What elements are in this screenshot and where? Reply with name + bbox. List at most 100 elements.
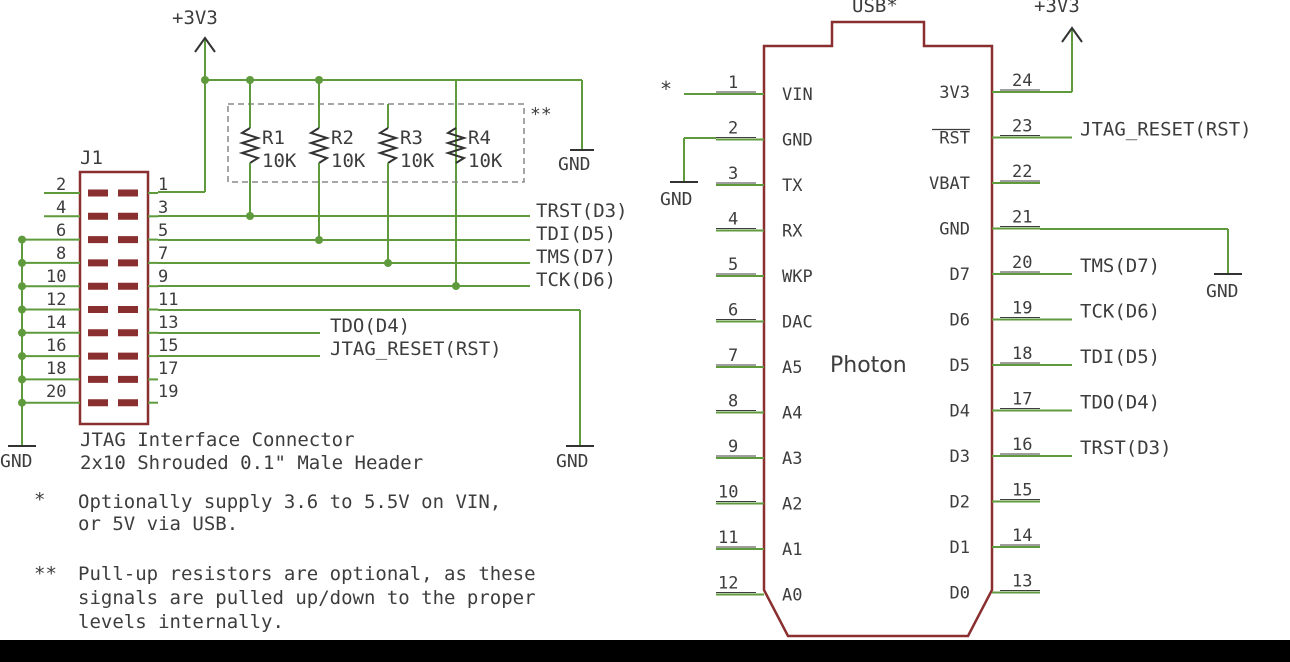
photon-pin-name: D0 — [950, 584, 970, 604]
pin-number: 13 — [1012, 572, 1032, 592]
resistor-value: 10K — [400, 150, 435, 172]
note-marker: * — [34, 489, 45, 511]
junction-dot — [18, 282, 26, 291]
photon-pin-name: A4 — [782, 404, 802, 424]
photon-pin-name: VBAT — [929, 174, 970, 194]
photon-pin-name: VIN — [782, 85, 813, 105]
pin-number: 17 — [1012, 390, 1032, 410]
photon-pin-name: WKP — [782, 267, 813, 287]
pin-number: 8 — [56, 244, 66, 264]
net-label-tdo: TDO(D4) — [330, 315, 410, 337]
junction-dot — [18, 398, 26, 407]
net-label: TDO(D4) — [1080, 392, 1160, 414]
pin-number: 16 — [46, 336, 66, 356]
resistor-ref: R1 — [262, 127, 285, 149]
optional-marker: ** — [530, 104, 552, 125]
pin-number: 8 — [728, 392, 738, 412]
power-label-3v3-left: +3V3 — [172, 7, 218, 29]
pin-number: 17 — [158, 359, 178, 379]
photon-pin-name: A5 — [782, 358, 802, 378]
pin-number: 12 — [46, 290, 66, 310]
junction-dot — [18, 352, 26, 361]
photon-pin-name: D1 — [950, 538, 970, 558]
photon-pin-name: RX — [782, 222, 803, 242]
pin-number: 18 — [1012, 344, 1032, 364]
connector-odd-pins: 1 3 5 7 9 11 13 15 17 19 — [158, 175, 178, 402]
photon-pin-name: 3V3 — [939, 83, 970, 103]
net-label-tms: TMS(D7) — [536, 246, 616, 268]
resistor-ref: R3 — [400, 127, 423, 149]
photon-pin-name: A1 — [782, 540, 802, 560]
net-label: TDI(D5) — [1080, 346, 1160, 368]
pin-number: 7 — [728, 346, 738, 366]
net-label: TRST(D3) — [1080, 437, 1172, 459]
pin-number: 9 — [158, 267, 168, 287]
gnd-label: GND — [660, 189, 693, 210]
power-label-3v3-right: +3V3 — [1034, 0, 1080, 17]
pin-number: 19 — [1012, 299, 1032, 319]
power-arrow-icon — [1061, 26, 1083, 92]
photon-pin-name: D7 — [950, 265, 970, 285]
junction-dot — [18, 258, 26, 267]
pin-number: 16 — [1012, 435, 1032, 455]
pin-number: 4 — [728, 210, 738, 230]
resistor-value: 10K — [331, 150, 366, 172]
photon-pin-name: RST — [939, 129, 970, 149]
resistor-value: 10K — [468, 150, 503, 172]
junction-dot — [18, 328, 26, 337]
usb-label: USB* — [852, 0, 898, 17]
connector-pads — [88, 189, 138, 407]
resistor-r4: R4 10K — [444, 127, 503, 290]
connector-even-pins: 2 4 6 8 10 12 14 16 18 20 — [46, 175, 66, 402]
resistor-r2: R2 10K — [307, 80, 366, 244]
note-text: levels internally. — [78, 611, 284, 633]
photon-pin-name: D6 — [950, 311, 970, 331]
photon-pin-name: A0 — [782, 586, 802, 606]
pin-number: 5 — [728, 255, 738, 275]
optional-resistor-box — [227, 103, 525, 183]
pin-number: 14 — [1012, 526, 1032, 546]
pin-number: 22 — [1012, 162, 1032, 182]
junction-dot — [18, 235, 26, 244]
note-text: signals are pulled up/down to the proper — [78, 587, 536, 609]
pin-number: 15 — [1012, 481, 1032, 501]
net-label: JTAG_RESET(RST) — [1080, 119, 1252, 141]
pin-number: 6 — [56, 221, 66, 241]
connector-ref: J1 — [80, 147, 103, 169]
net-label-jtag-reset: JTAG_RESET(RST) — [330, 338, 502, 360]
photon-pin-name: DAC — [782, 313, 813, 333]
pin-number: 3 — [158, 198, 168, 218]
net-label: TMS(D7) — [1080, 255, 1160, 277]
resistor-r3: R3 10K — [376, 104, 435, 267]
connector-title: JTAG Interface Connector — [80, 429, 355, 451]
resistor-ref: R2 — [331, 127, 354, 149]
pin-number: 6 — [728, 301, 738, 321]
note-text: Pull-up resistors are optional, as these — [78, 563, 536, 585]
photon-pin-name: D2 — [950, 493, 970, 513]
pin-number: 11 — [158, 290, 178, 310]
module-name: Photon — [830, 353, 907, 378]
gnd-label: GND — [1206, 281, 1239, 302]
jtag-section: +3V3 GND ** R1 10K — [0, 7, 628, 633]
note-marker: ** — [34, 563, 57, 585]
pin-number: 5 — [158, 221, 168, 241]
photon-pin-name: D4 — [950, 402, 970, 422]
gnd-label: GND — [558, 154, 591, 175]
pin-number: 20 — [1012, 253, 1032, 273]
resistor-r1: R1 10K — [238, 80, 297, 220]
photon-pin-name: A3 — [782, 449, 802, 469]
pin-number: 23 — [1012, 117, 1032, 137]
photon-pin-name: D5 — [950, 356, 970, 376]
pin-number: 7 — [158, 244, 168, 264]
pin-number: 15 — [158, 336, 178, 356]
net-label-tck: TCK(D6) — [536, 269, 616, 291]
pin-number: 21 — [1012, 208, 1032, 228]
photon-left-pins: 1VIN2GND3TX4RX5WKP6DAC7A58A49A310A211A11… — [716, 73, 813, 606]
photon-pin-name: TX — [782, 176, 803, 196]
resistor-value: 10K — [262, 150, 297, 172]
photon-module-body — [762, 20, 994, 638]
photon-pin-name: GND — [939, 220, 970, 240]
net-label-tdi: TDI(D5) — [536, 223, 616, 245]
junction-dot — [18, 375, 26, 384]
